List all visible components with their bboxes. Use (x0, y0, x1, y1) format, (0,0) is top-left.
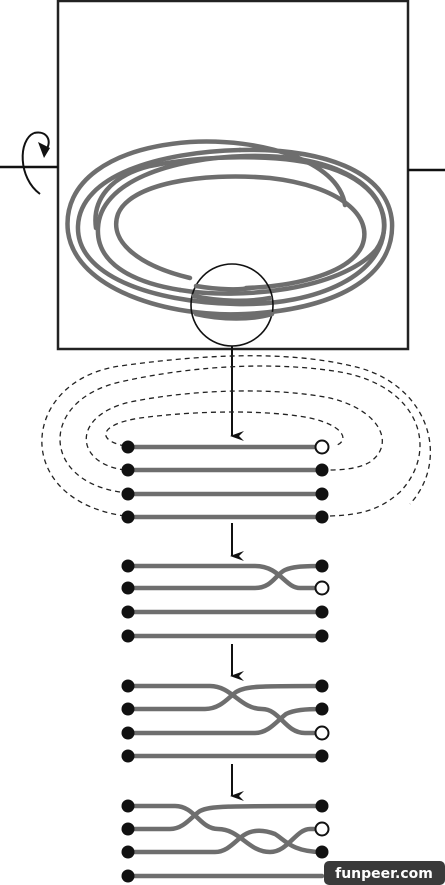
watermark-text: funpeer.com (335, 866, 433, 882)
braid-stage-2 (121, 559, 330, 643)
braid-stage-4 (121, 799, 330, 883)
braid-stage-3 (121, 679, 330, 763)
coiled-loop (65, 139, 395, 317)
dashed-field-lines (41, 355, 432, 517)
watermark-badge: funpeer.com (324, 861, 445, 885)
rotation-arrow-icon (21, 131, 50, 195)
braid-stage-1 (121, 439, 330, 524)
